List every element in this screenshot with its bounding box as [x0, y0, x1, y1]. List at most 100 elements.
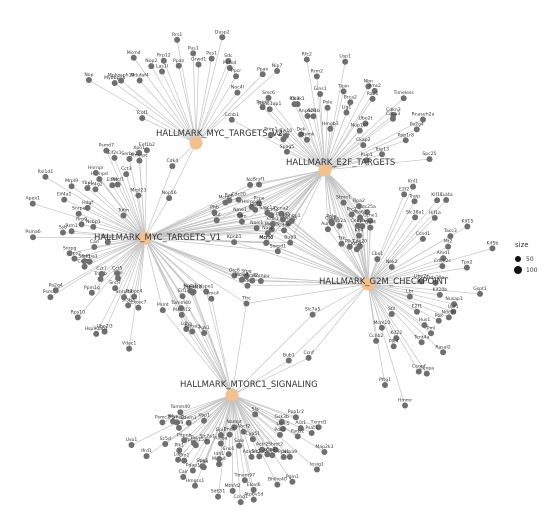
edge-myc_v2-noc4l [195, 92, 238, 144]
gene-node: Stil [388, 306, 395, 318]
gene-label: Kif2c [351, 241, 363, 247]
gene-dot [294, 101, 301, 108]
gene-dot [274, 248, 281, 255]
gene-dot [373, 337, 380, 344]
gene-dot [279, 216, 286, 223]
gene-dot [84, 185, 91, 192]
edge-myc_v1-ybx1 [87, 187, 146, 239]
gene-node: Cenpe [351, 218, 365, 229]
gene-node: Psat1 [305, 425, 318, 436]
gene-dot [126, 345, 133, 352]
gene-dot [75, 210, 82, 217]
edge-g2m-tpx2 [367, 267, 467, 285]
gene-node: Ran [225, 192, 234, 204]
edge-myc_v1-dlm [144, 221, 242, 239]
edge-g2m-cul4a [367, 199, 447, 285]
edge-myc_v1-phb [144, 212, 215, 239]
gene-label: Serbp1 [121, 151, 137, 157]
gene-dot [374, 256, 381, 263]
gene-node: Pcna [254, 195, 265, 207]
edge-mtorc1-ppp1r15a [195, 394, 233, 446]
edge-myc_v1-cdc45 [144, 218, 283, 239]
edge-g2m-traip [367, 201, 415, 285]
edge-e2f-nbn [324, 86, 369, 171]
gene-node: Prps2 [68, 251, 81, 262]
edge-e2f-prim1 [270, 134, 326, 171]
gene-dot [378, 324, 385, 331]
gene-label: Cad [90, 239, 99, 245]
edge-g2m-mcm5 [271, 229, 369, 285]
gene-dot [177, 409, 184, 416]
gene-node: Ldlr [174, 452, 183, 463]
gene-label: Ttk [337, 236, 346, 242]
edge-myc_v2-nop56 [168, 142, 197, 199]
gene-label: Prim1 [264, 127, 277, 133]
gene-label: Timeless [393, 90, 415, 96]
gene-label: Bub1 [283, 352, 295, 358]
gene-dot [101, 328, 108, 335]
gene-node: Srsf7 [109, 280, 121, 292]
gene-node: Ttk [337, 236, 346, 247]
gene-node: Pa2g4 [49, 282, 63, 294]
gene-node: Rpa2 [353, 198, 365, 210]
gene-label: Nampt [226, 419, 242, 425]
gene-label: Dbf4 [365, 220, 376, 226]
gene-dot [423, 370, 430, 377]
gene-label: Map2k3 [315, 444, 333, 450]
gene-node: Nme1 [233, 207, 247, 219]
edge-g2m-hmmr [367, 283, 406, 406]
gene-dot [259, 446, 266, 453]
gene-node: Ckap2 [356, 137, 371, 149]
gene-node: Rplp0 [101, 234, 114, 246]
edge-myc_v1-prps2 [74, 237, 146, 260]
gene-label: Nusap1 [445, 296, 462, 302]
edge-e2f-ttk [324, 169, 342, 244]
edge-myc_v2-pus1 [192, 53, 197, 144]
hub-dot [318, 163, 332, 177]
gene-label: Uchl5 [277, 421, 290, 427]
gene-label: Ran [225, 192, 234, 198]
gene-dot [348, 211, 355, 218]
gene-label: Mcm10 [373, 320, 390, 326]
gene-dot [274, 481, 281, 488]
gene-node: Rasal2 [435, 344, 451, 356]
gene-dot [238, 276, 245, 283]
gene-label: Tomm40 [170, 300, 191, 306]
gene-dot [143, 453, 150, 460]
gene-node: Asf1b [307, 108, 320, 120]
gene-dot [97, 276, 104, 283]
gene-label: Pttg1 [379, 377, 391, 383]
edge-e2f-rad51ap1 [269, 108, 326, 171]
gene-dot [289, 478, 296, 485]
gene-node: Aldoa [214, 435, 228, 447]
gene-node: Plk1 [345, 239, 355, 250]
gene-label: Gspt1 [473, 286, 487, 292]
gene-dot [308, 429, 315, 436]
gene-node: Pus1 [188, 45, 199, 57]
gene-node: Spag5 [280, 144, 294, 155]
edge-myc_v1-ube2l3 [104, 237, 146, 332]
gene-label: Cenpa [419, 366, 434, 372]
gene-dot [269, 220, 276, 227]
gene-dot [47, 294, 54, 301]
gene-label: Cdk1 [267, 216, 279, 222]
gene-node: Cad [90, 239, 99, 251]
gene-label: Hspa9 [283, 449, 298, 455]
gene-node: Ccnb1 [225, 112, 239, 123]
gene-node: Psip1 [361, 152, 373, 164]
edge-g2m-bub3 [290, 242, 369, 285]
gene-label: Eif2s1 [107, 150, 121, 156]
gene-label: Ssb [59, 225, 67, 231]
gene-node: Ldha [181, 321, 192, 333]
edge-e2f-phb [214, 169, 326, 213]
edge-myc_v1-tra2b [100, 237, 146, 280]
edge-mtorc1-uso1 [131, 394, 233, 446]
edge-mtorc1-psmc4 [211, 298, 233, 396]
gene-node: Pabpc4 [126, 289, 142, 300]
gene-label: Pml [427, 325, 436, 331]
edge-myc_v2-rrp12 [163, 60, 197, 144]
gene-label: Mki67 [353, 209, 367, 215]
gene-dot [192, 482, 199, 489]
edge-myc_v1-hdgf [87, 207, 146, 239]
gene-node: Sla [252, 406, 259, 418]
